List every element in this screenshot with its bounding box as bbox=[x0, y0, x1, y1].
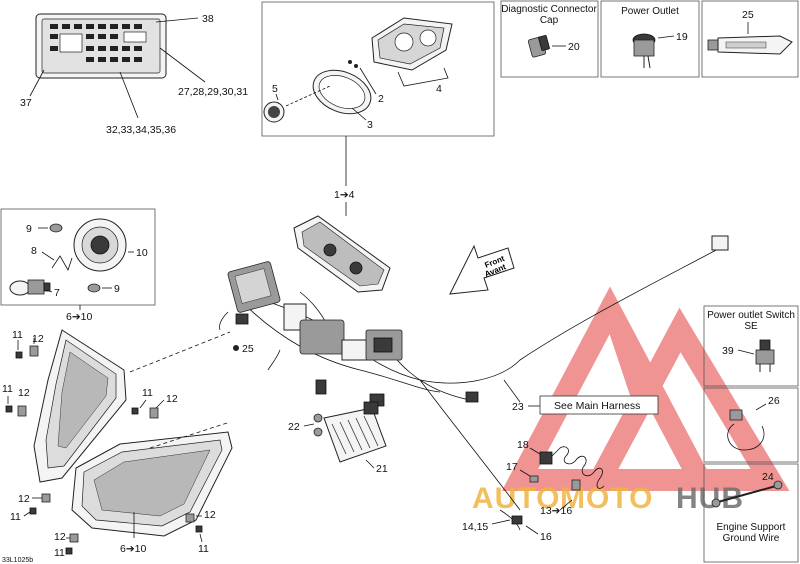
callout-12-f: 12 bbox=[54, 531, 66, 543]
callout-4: 4 bbox=[436, 83, 442, 95]
callout-11-e: 11 bbox=[198, 543, 209, 555]
callout-24: 24 bbox=[762, 471, 774, 483]
callout-17: 17 bbox=[506, 461, 518, 473]
voltage-regulator-part bbox=[313, 401, 387, 463]
watermark-logo bbox=[501, 286, 790, 491]
callout-39: 39 bbox=[722, 345, 734, 357]
strap-inset bbox=[703, 387, 799, 463]
callout-25: 25 bbox=[742, 9, 754, 21]
power-outlet-part bbox=[632, 33, 656, 69]
callout-32-36: 32,33,34,35,36 bbox=[106, 124, 176, 136]
diagnostic-cap-title-line2: Cap bbox=[540, 15, 559, 26]
ground-wire-part bbox=[711, 480, 783, 508]
gauge-small-dial bbox=[263, 101, 285, 123]
callout-20: 20 bbox=[568, 41, 580, 53]
callout-6-10-right: 6➔10 bbox=[120, 543, 146, 555]
callout-22: 22 bbox=[288, 421, 300, 433]
callout-27-31: 27,28,29,30,31 bbox=[178, 86, 248, 98]
callout-5: 5 bbox=[272, 83, 278, 95]
see-main-harness-label: See Main Harness bbox=[554, 400, 640, 412]
outlet-switch-title-line2: SE bbox=[744, 321, 758, 332]
front-direction-arrow: Front Avant bbox=[449, 244, 515, 295]
gauge-bezel-part bbox=[312, 69, 372, 115]
bulb-socket-part bbox=[73, 218, 127, 272]
see-main-harness-box bbox=[539, 395, 659, 415]
callout-1-4: 1➔4 bbox=[334, 189, 355, 201]
callout-2: 2 bbox=[378, 93, 384, 105]
right-headlight-housing bbox=[71, 431, 233, 537]
headlight-bulb-inset bbox=[0, 208, 156, 306]
harness-connectors bbox=[235, 235, 729, 407]
callout-9-bottom: 9 bbox=[114, 283, 120, 295]
callout-26: 26 bbox=[768, 395, 780, 407]
fuse-box-part bbox=[35, 13, 167, 79]
instrument-cluster-assembly bbox=[293, 215, 391, 293]
bulb-part bbox=[9, 279, 51, 296]
callout-6-10-left: 6➔10 bbox=[66, 311, 92, 323]
svg-text:AUTO: AUTO bbox=[472, 482, 560, 515]
diagnostic-cap-title-line1: Diagnostic Connector bbox=[501, 4, 597, 15]
callout-14-15: 14,15 bbox=[462, 521, 488, 533]
strap-part bbox=[727, 409, 765, 451]
left-headlight-housing bbox=[33, 329, 127, 483]
ground-wire-title-line1: Engine Support bbox=[717, 522, 786, 533]
callout-11-f: 11 bbox=[54, 547, 65, 559]
callout-12-e: 12 bbox=[204, 509, 216, 521]
callout-11-a: 11 bbox=[12, 329, 23, 341]
grease-drop-icon bbox=[233, 345, 239, 351]
callout-11-c: 11 bbox=[142, 387, 153, 399]
gauge-parts-frame bbox=[261, 1, 495, 137]
drawing-code: 33L1025b bbox=[2, 557, 33, 564]
power-outlet-inset bbox=[600, 0, 700, 78]
grease-tube-part bbox=[707, 35, 793, 55]
coiled-wire-part bbox=[499, 446, 605, 531]
callout-18: 18 bbox=[517, 439, 529, 451]
power-outlet-switch-inset bbox=[703, 305, 799, 387]
callout-16: 16 bbox=[540, 531, 552, 543]
callout-12-d: 12 bbox=[18, 493, 30, 505]
callout-12-c: 12 bbox=[166, 393, 178, 405]
callout-3: 3 bbox=[367, 119, 373, 131]
callout-25-drop: 25 bbox=[242, 343, 254, 355]
right-screws bbox=[65, 513, 203, 555]
callout-37: 37 bbox=[20, 97, 32, 109]
outlet-switch-title-line1: Power outlet Switch bbox=[707, 310, 795, 321]
harness-bracket bbox=[227, 261, 403, 361]
ground-wire-title-line2: Ground Wire bbox=[723, 533, 780, 544]
callout-38: 38 bbox=[202, 13, 214, 25]
callout-19: 19 bbox=[676, 31, 688, 43]
callout-9-top: 9 bbox=[26, 223, 32, 235]
callout-21: 21 bbox=[376, 463, 388, 475]
callout-11-b: 11 bbox=[2, 383, 13, 395]
watermark-text: AUTO MOTO HUB bbox=[472, 482, 743, 515]
callout-12-b: 12 bbox=[18, 387, 30, 399]
outlet-switch-part bbox=[755, 339, 775, 372]
gauge-cluster-part bbox=[371, 17, 453, 71]
callout-8: 8 bbox=[31, 245, 37, 257]
callout-10: 10 bbox=[136, 247, 148, 259]
callout-23: 23 bbox=[512, 401, 524, 413]
callout-13-16: 13➔16 bbox=[540, 505, 572, 517]
diagnostic-cap-part bbox=[527, 35, 550, 58]
diagnostic-cap-inset bbox=[500, 0, 599, 78]
left-screws bbox=[5, 345, 159, 515]
callout-11-d: 11 bbox=[10, 511, 21, 523]
callout-7: 7 bbox=[54, 287, 60, 299]
power-outlet-title: Power Outlet bbox=[621, 6, 679, 17]
callout-12-a: 12 bbox=[32, 333, 44, 345]
ground-wire-inset bbox=[703, 463, 799, 563]
rubber-boot-part bbox=[49, 223, 101, 293]
grease-tube-inset bbox=[701, 0, 799, 78]
